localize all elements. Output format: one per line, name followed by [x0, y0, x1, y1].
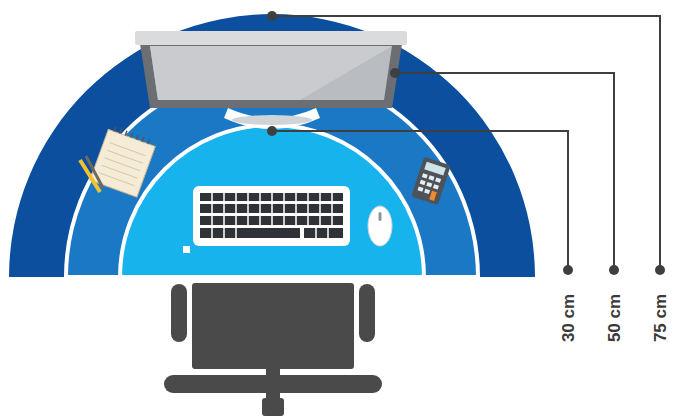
monitor-back — [140, 44, 402, 108]
leader-lines — [272, 16, 660, 268]
mouse-wheel — [379, 212, 382, 221]
cable-plug — [183, 246, 190, 253]
calculator — [411, 157, 451, 206]
zone-inner — [120, 125, 424, 277]
pencils — [80, 156, 103, 192]
zone-outer — [9, 14, 535, 277]
monitor-top — [135, 31, 407, 45]
screen-glare — [150, 46, 392, 100]
leader-dots — [267, 11, 665, 275]
key-gaps — [212, 193, 332, 238]
notebook — [90, 125, 157, 198]
monitor-screen — [150, 46, 392, 100]
dimension-label: 75 cm — [652, 294, 669, 342]
keyboard — [193, 186, 350, 246]
stand-shadow — [232, 115, 312, 125]
floor — [0, 277, 674, 416]
keyboard-keys — [200, 193, 343, 238]
dimension-label: 50 cm — [606, 294, 623, 342]
mouse — [368, 206, 392, 246]
chair — [164, 283, 382, 416]
monitor-stand — [224, 108, 320, 129]
dimension-label: 30 cm — [560, 294, 577, 342]
